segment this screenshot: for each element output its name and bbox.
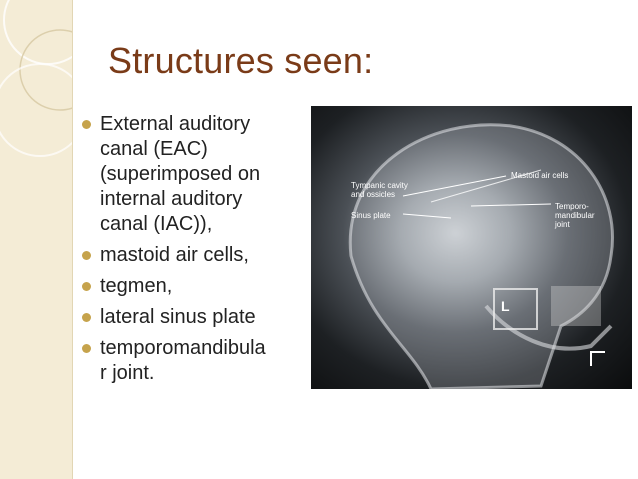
xray-label-tmj: Temporo- mandibular joint — [555, 202, 595, 229]
xray-label-sinus: Sinus plate — [351, 211, 391, 220]
bullet-icon — [82, 313, 91, 322]
xray-label-tympanic: Tympanic cavity and ossicles — [351, 181, 408, 199]
bullet-text: External auditory canal (EAC) (superimpo… — [100, 113, 261, 235]
bullet-text: mastoid air cells, — [100, 244, 249, 266]
bullet-icon — [82, 282, 91, 291]
bullet-item: temporomandibula r joint. — [78, 336, 308, 386]
bullet-text: tegmen, — [100, 275, 173, 297]
skull-silhouette — [348, 123, 614, 389]
decorative-side-band — [0, 0, 72, 479]
bullet-icon — [82, 344, 91, 353]
bullet-list: External auditory canal (EAC) (superimpo… — [78, 112, 308, 392]
xray-label-mastoid: Mastoid air cells — [511, 171, 569, 180]
bullet-item: External auditory canal (EAC) (superimpo… — [78, 112, 308, 237]
bullet-item: mastoid air cells, — [78, 243, 308, 268]
side-divider — [72, 0, 73, 479]
slide-title: Structures seen: — [108, 40, 374, 81]
bullet-text: lateral sinus plate — [100, 306, 256, 328]
bullet-icon — [82, 251, 91, 260]
bullet-text: temporomandibula r joint. — [100, 337, 266, 384]
skull-xray-image: Tympanic cavity and ossicles Sinus plate… — [311, 106, 632, 389]
decorative-circles — [0, 0, 72, 157]
bullet-icon — [82, 120, 91, 129]
bullet-item: lateral sinus plate — [78, 305, 308, 330]
xray-side-marker: L — [501, 298, 510, 314]
bullet-item: tegmen, — [78, 274, 308, 299]
